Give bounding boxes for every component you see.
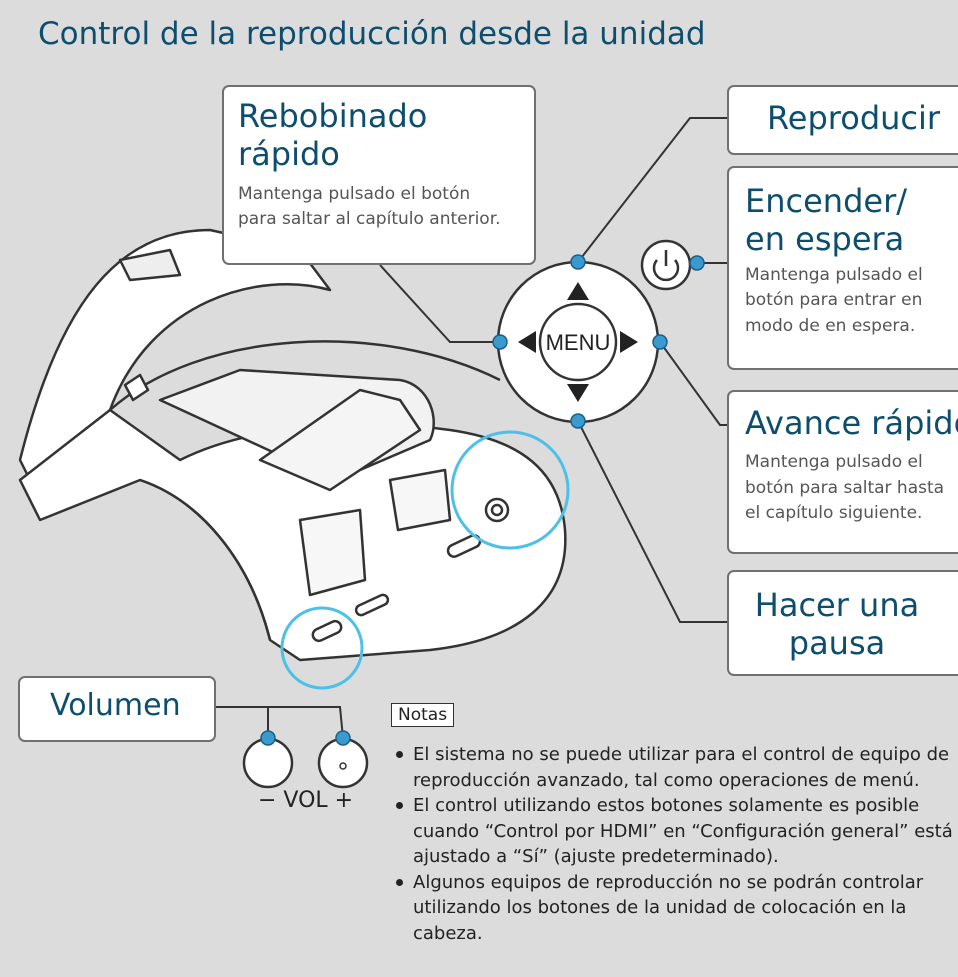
callout-volume: Volumen — [18, 676, 216, 742]
callout-play-heading: Reproducir — [767, 99, 941, 137]
notes-label: Notas — [391, 703, 455, 727]
note-item: El control utilizando estos botones sola… — [393, 793, 958, 870]
power-button[interactable] — [640, 239, 692, 291]
page-title: Control de la reproducción desde la unid… — [38, 16, 706, 52]
callout-pause: Hacer una pausa — [727, 570, 958, 676]
callout-power: Encender/ en espera Mantenga pulsado el … — [727, 166, 958, 370]
note-item: Algunos equipos de reproducción no se po… — [393, 870, 958, 947]
callout-rewind-description: Mantenga pulsado el botón para saltar al… — [238, 183, 501, 230]
right-arrow-icon — [620, 331, 638, 353]
left-arrow-icon — [518, 331, 536, 353]
volume-label: − VOL + — [258, 788, 354, 813]
callout-volume-heading: Volumen — [50, 688, 181, 723]
callout-forward: Avance rápido Mantenga pulsado el botón … — [727, 390, 958, 554]
note-item: El sistema no se puede utilizar para el … — [393, 742, 958, 793]
volume-down-button[interactable] — [242, 737, 294, 789]
menu-button-label: MENU — [546, 330, 611, 355]
callout-rewind: Rebobinado rápido Mantenga pulsado el bo… — [222, 85, 536, 265]
callout-pause-heading: Hacer una pausa — [754, 586, 920, 663]
down-arrow-icon — [567, 384, 589, 402]
notes-list: El sistema no se puede utilizar para el … — [393, 742, 958, 946]
callout-play: Reproducir — [727, 85, 958, 155]
headset-illustration — [18, 228, 567, 662]
callout-forward-heading: Avance rápido — [745, 404, 958, 442]
callout-power-heading: Encender/ en espera — [745, 182, 907, 259]
callout-forward-description: Mantenga pulsado el botón para saltar ha… — [745, 452, 945, 524]
connector-dots — [260, 254, 705, 746]
callout-rewind-heading: Rebobinado rápido — [238, 97, 428, 174]
volume-buttons — [242, 737, 369, 789]
up-arrow-icon — [567, 282, 589, 300]
callout-power-description: Mantenga pulsado el botón para entrar en… — [745, 264, 923, 336]
control-pad[interactable]: MENU — [496, 260, 660, 424]
power-icon — [652, 259, 680, 282]
highlight-circles — [280, 430, 570, 690]
